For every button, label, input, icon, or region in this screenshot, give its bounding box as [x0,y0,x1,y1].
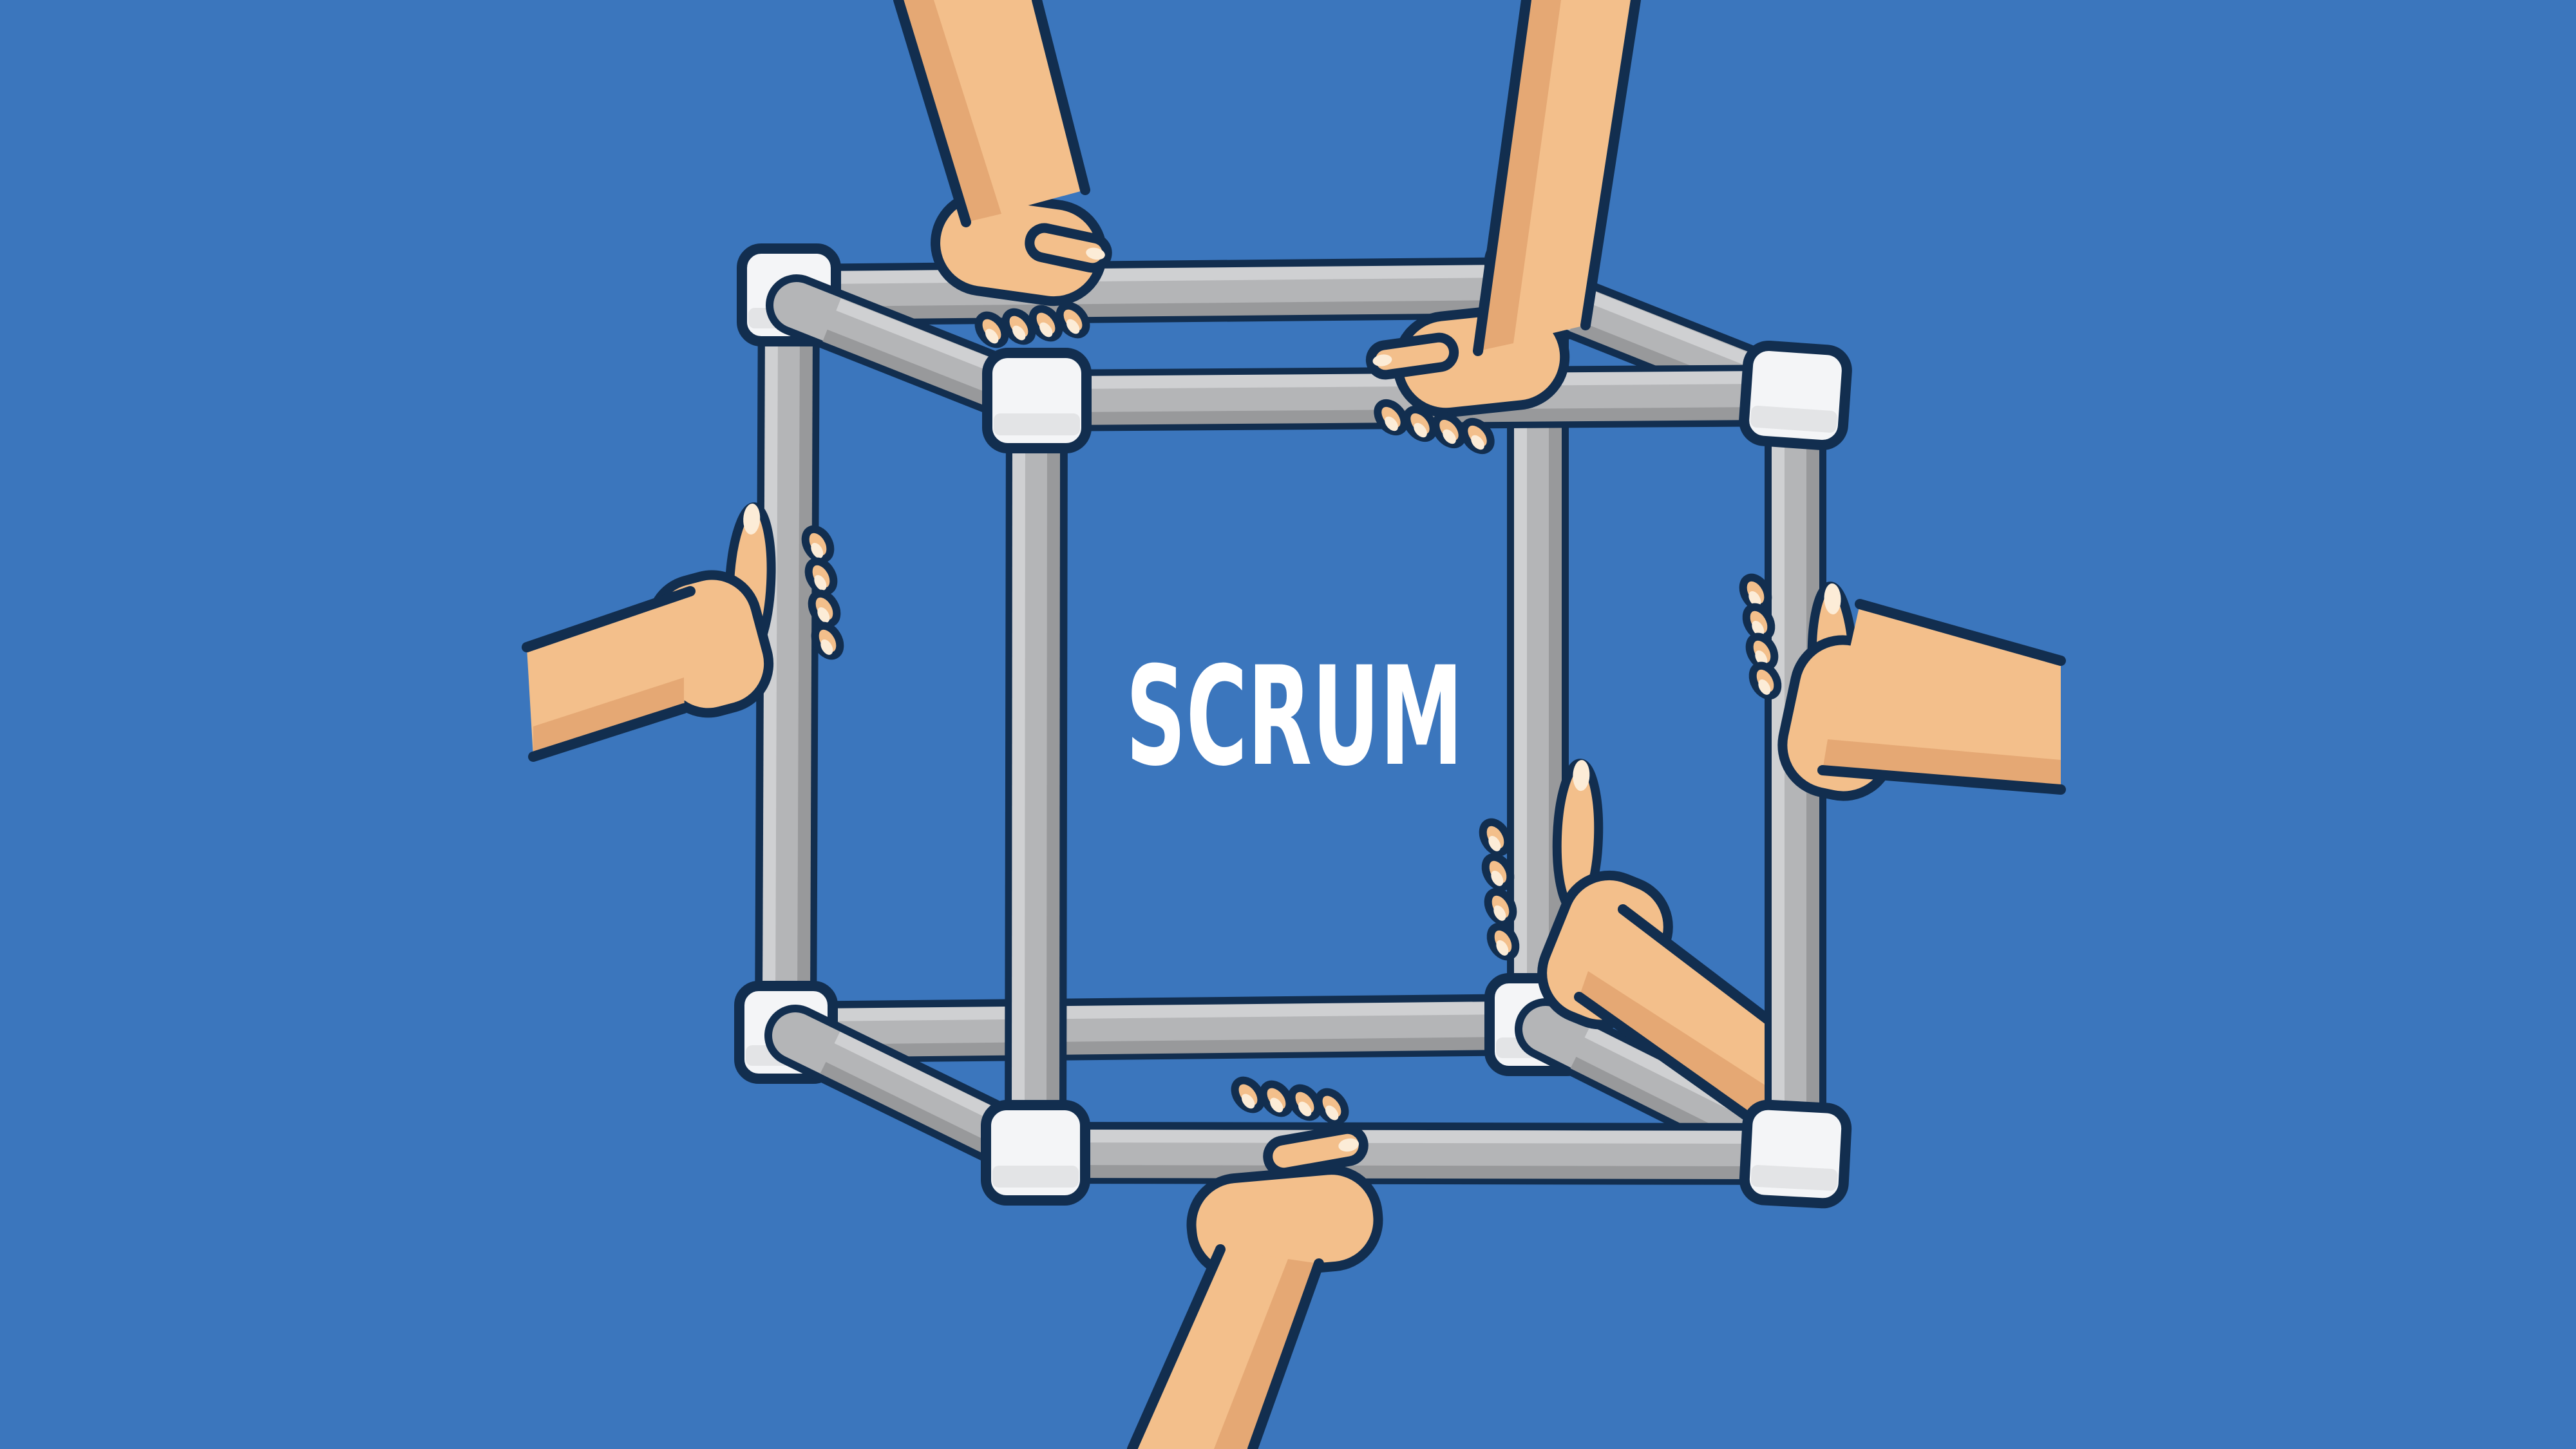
hand-top-left [893,0,1112,348]
connector-front-top-left [982,348,1092,453]
hand-bottom [1127,1076,1383,1449]
hand-left [522,502,844,762]
pipe-back-left-vertical [755,264,820,1063]
connector-front-bottom-left [981,1100,1090,1206]
hand-top-right [1365,0,1641,455]
pipe-back-top [758,257,1569,326]
hand-right-upper [1739,573,2066,801]
forearm [1823,604,2061,790]
pipe-back-bottom [755,994,1569,1063]
finger-tips [801,525,844,660]
thumb [1552,759,1604,916]
finger-tips [1479,818,1520,961]
finger-extended [1365,332,1459,380]
thumb [1263,1124,1368,1178]
finger-tips [1374,399,1495,455]
pipe-front-bottom [1005,1122,1826,1185]
hand-right-lower [1479,759,1808,1157]
finger-extended [1025,223,1112,273]
connector-front-bottom-right [1739,1099,1852,1209]
pipe-front-left-vertical [1005,370,1068,1184]
finger-tips [1739,573,1782,700]
finger-tips [1231,1076,1349,1125]
connector-front-top-right [1739,340,1852,451]
forearm [1132,1249,1319,1449]
finger-tips [974,301,1090,348]
scrum-title: SCRUM [1126,637,1463,796]
